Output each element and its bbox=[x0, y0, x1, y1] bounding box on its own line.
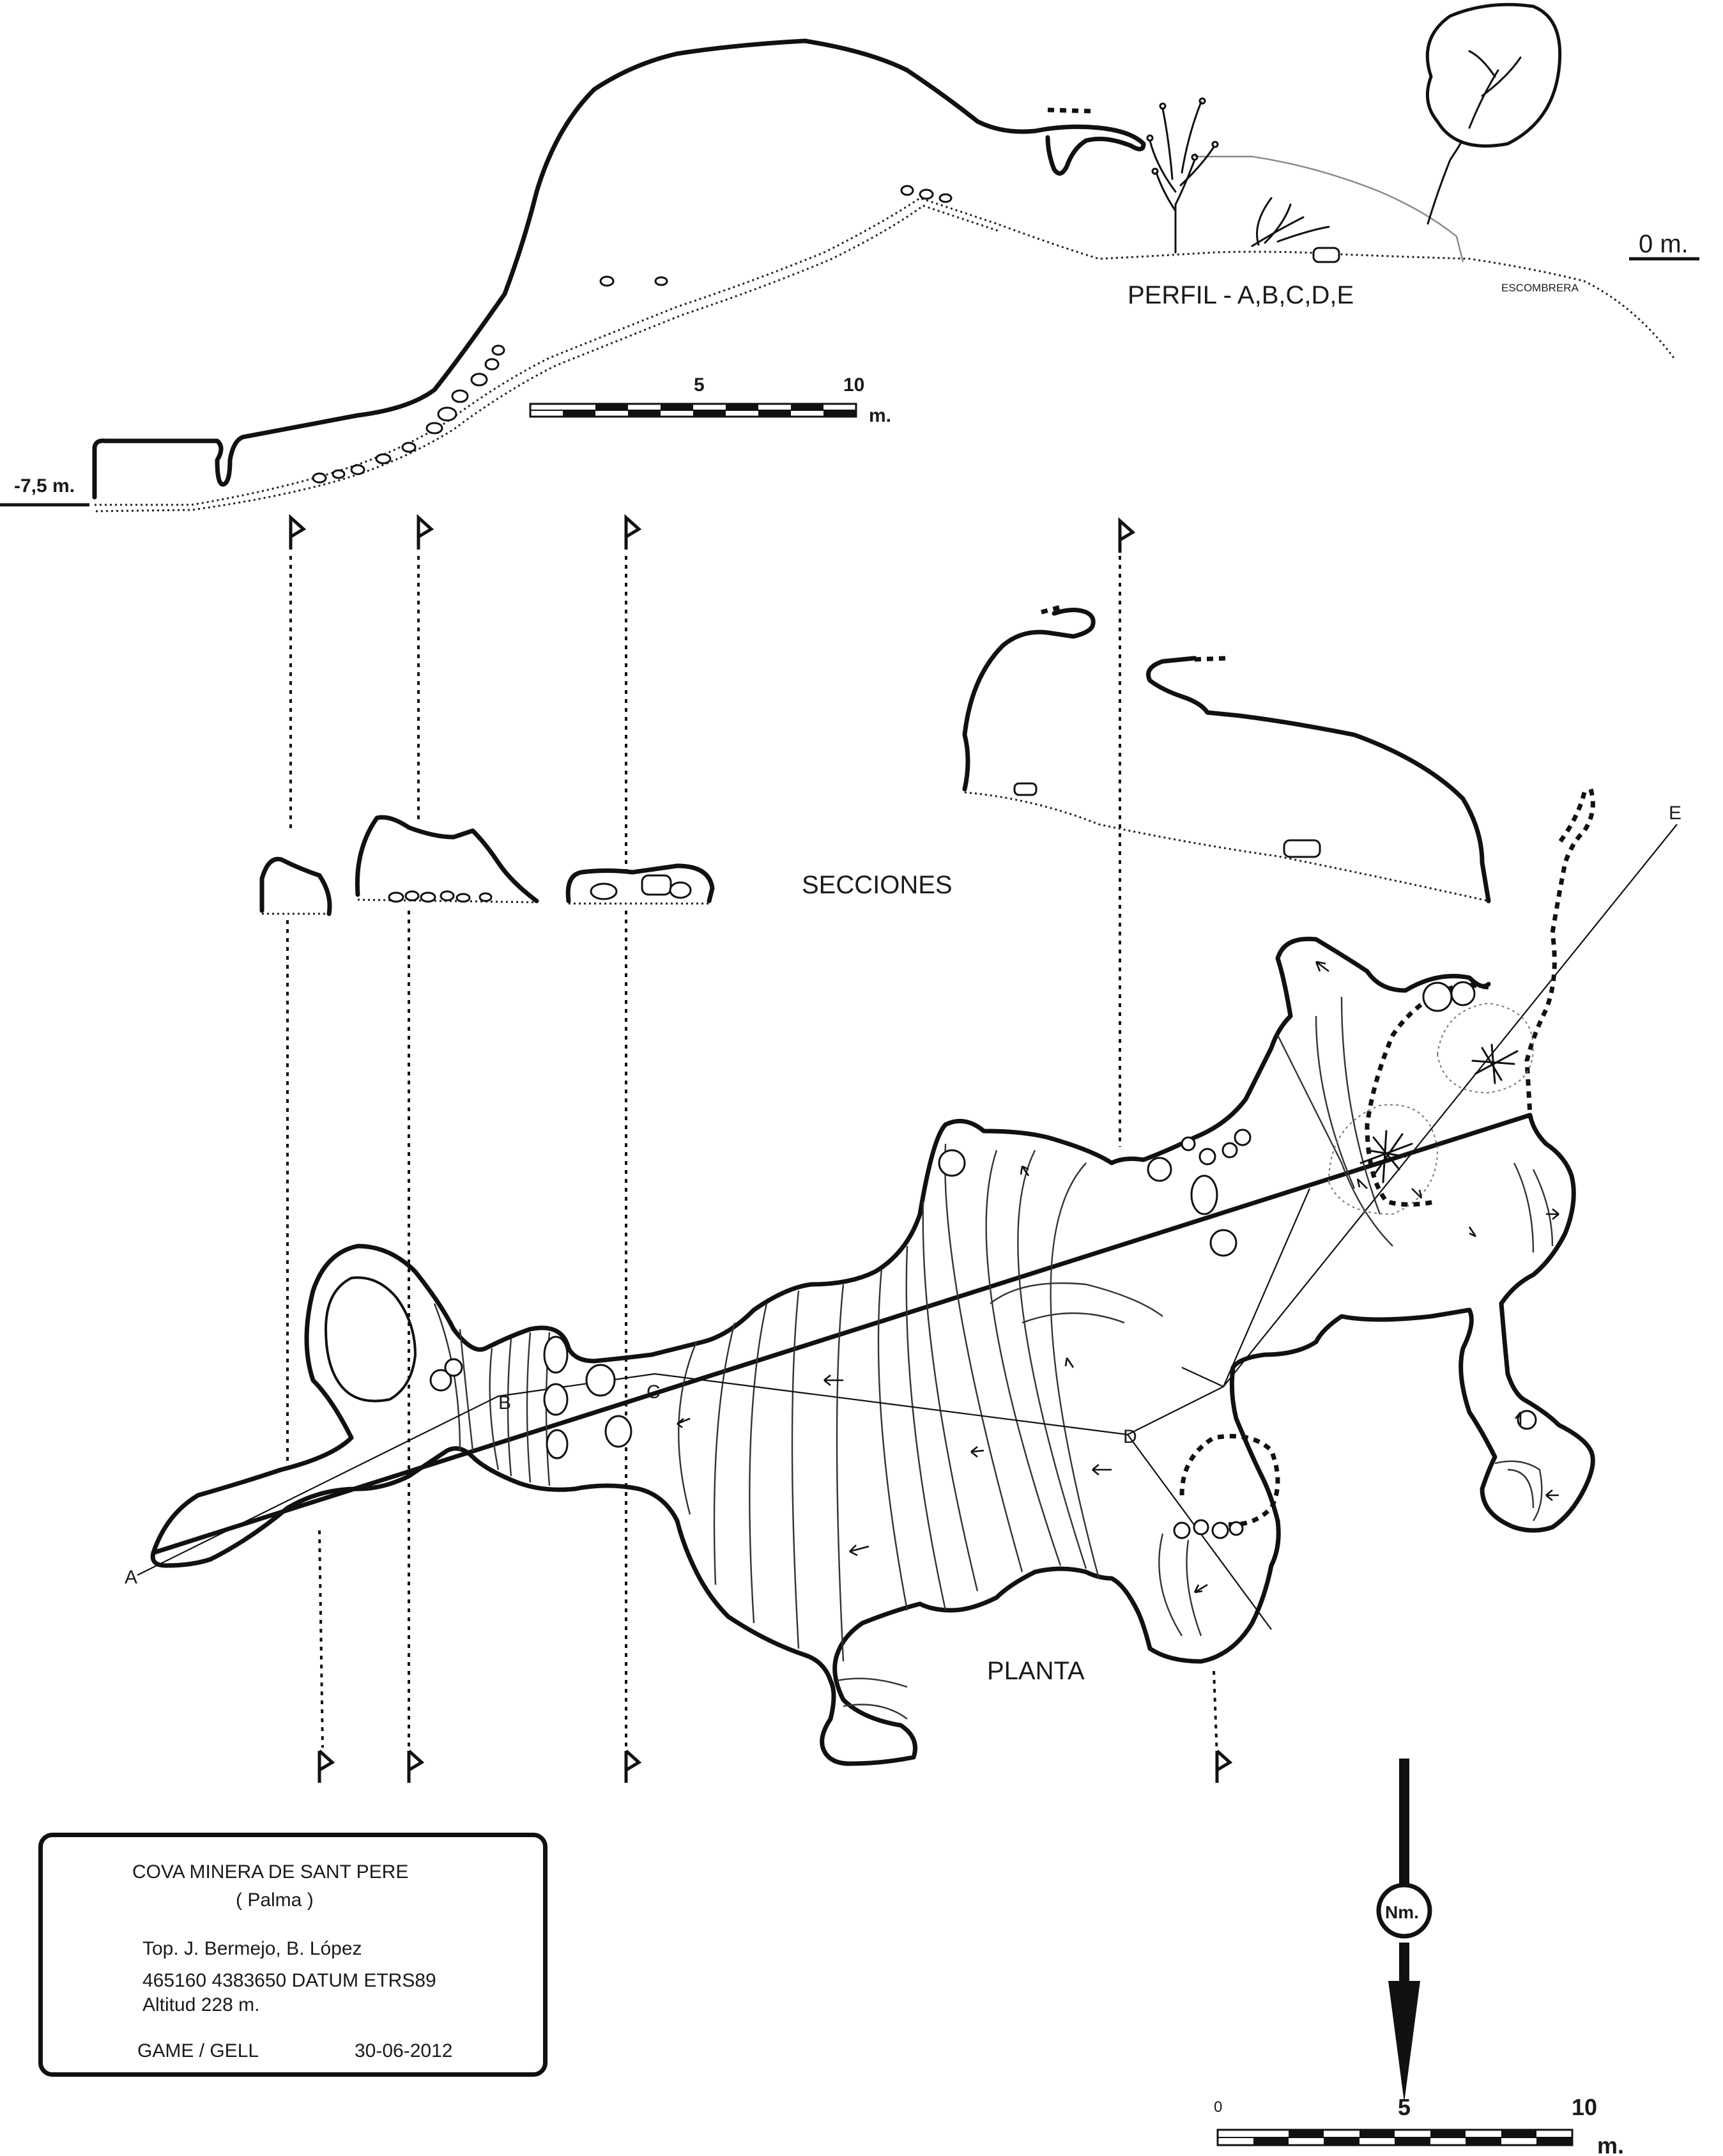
station-e: E bbox=[1669, 803, 1681, 824]
north-arrow-label: Nm. bbox=[1385, 1902, 1419, 1922]
survey-info-box: COVA MINERA DE SANT PERE ( Palma ) Top. … bbox=[38, 1833, 548, 2077]
plan-scale-unit: m. bbox=[1597, 2132, 1624, 2156]
profile-ceiling bbox=[92, 38, 1146, 500]
plan-boulders bbox=[429, 981, 1537, 1539]
cross-sections bbox=[259, 604, 1491, 916]
section-lines bbox=[286, 514, 1233, 1783]
station-c: C bbox=[647, 1382, 661, 1403]
plan-entrance-east bbox=[1524, 789, 1595, 1116]
bottom-level-label: -7,5 m. bbox=[14, 475, 75, 497]
plan-view: A B C D E bbox=[125, 789, 1681, 1766]
surveyors: Top. J. Bermejo, B. López bbox=[142, 1938, 362, 1959]
profile-scale-unit: m. bbox=[869, 405, 891, 426]
survey-polygonal bbox=[137, 824, 1678, 1576]
plan-scale-bar bbox=[1216, 2129, 1574, 2146]
station-d: D bbox=[1123, 1426, 1137, 1447]
profile-bush bbox=[1146, 97, 1219, 254]
north-arrow bbox=[1376, 1759, 1432, 2102]
plan-entrance-north bbox=[1557, 792, 1587, 845]
profile-floor bbox=[95, 197, 1675, 506]
sections-title: SECCIONES bbox=[802, 871, 953, 899]
plan-outline-right bbox=[150, 1113, 1595, 1766]
plan-scale-5: 5 bbox=[1398, 2094, 1411, 2120]
plan-slope-arrows bbox=[677, 960, 1559, 1594]
north-arrow-circle bbox=[1376, 1883, 1432, 1939]
north-arrow-head bbox=[1388, 1981, 1420, 2102]
profile-scale-5: 5 bbox=[694, 374, 705, 396]
plan-outline bbox=[151, 936, 1491, 1555]
survey-group: GAME / GELL bbox=[137, 2040, 259, 2061]
plan-contours bbox=[433, 996, 1554, 1720]
profile-tree bbox=[1425, 3, 1562, 225]
station-b: B bbox=[498, 1392, 511, 1413]
survey-date: 30-06-2012 bbox=[355, 2040, 453, 2061]
section-1 bbox=[259, 856, 332, 916]
profile-spoil-outline bbox=[1195, 155, 1464, 263]
plan-vegetation bbox=[1359, 1043, 1519, 1183]
coordinates: 465160 4383650 DATUM ETRS89 bbox=[142, 1970, 436, 1991]
plan-entrance-west bbox=[1365, 982, 1489, 1207]
profile-title: PERFIL - A,B,C,D,E bbox=[1128, 281, 1354, 309]
plan-scale-0: 0 bbox=[1214, 2098, 1222, 2116]
section-3 bbox=[565, 863, 715, 904]
profile-view: 0 m. -7,5 m. PERFIL - A,B,C,D,E ESCOMBRE… bbox=[0, 3, 1699, 512]
profile-ceiling-open bbox=[1047, 107, 1093, 114]
section-2 bbox=[355, 815, 539, 904]
altitude: Altitud 228 m. bbox=[142, 1994, 260, 2015]
top-level-label: 0 m. bbox=[1639, 230, 1689, 258]
cave-name: COVA MINERA DE SANT PERE bbox=[132, 1861, 409, 1883]
plan-inner-room bbox=[325, 1276, 417, 1403]
profile-scale-10: 10 bbox=[843, 374, 864, 396]
plan-scale-10: 10 bbox=[1572, 2094, 1597, 2120]
spoil-label: ESCOMBRERA bbox=[1501, 282, 1579, 294]
section-4 bbox=[962, 608, 1096, 792]
section-4-right bbox=[1146, 656, 1491, 904]
plan-title: PLANTA bbox=[987, 1657, 1085, 1685]
profile-boulders bbox=[312, 185, 1340, 484]
station-a: A bbox=[125, 1567, 137, 1588]
municipality: ( Palma ) bbox=[236, 1890, 314, 1911]
profile-shrub bbox=[1251, 197, 1330, 247]
profile-floor-texture bbox=[95, 204, 1000, 512]
profile-scale-bar bbox=[529, 403, 857, 418]
